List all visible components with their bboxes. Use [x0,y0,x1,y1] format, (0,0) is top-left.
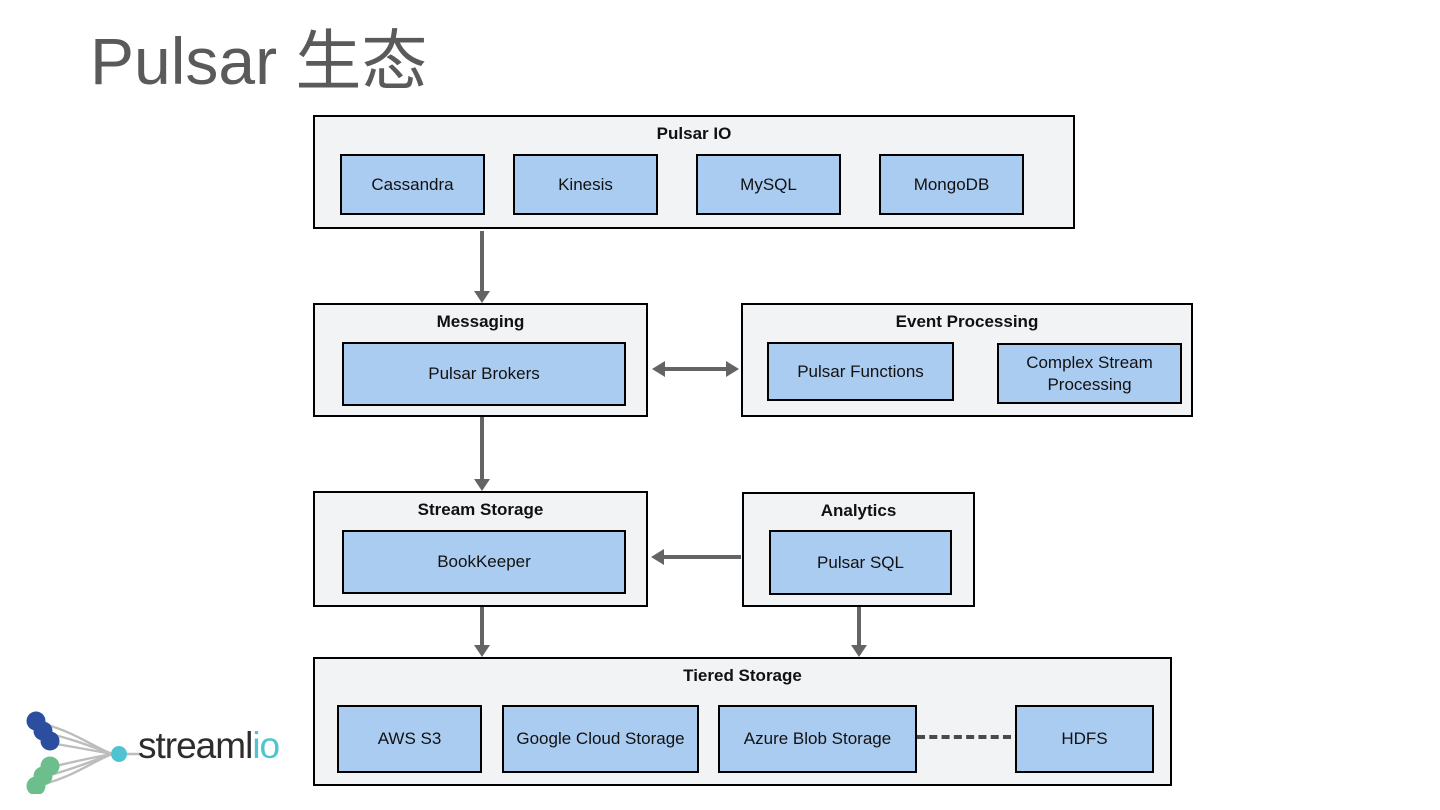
group-event-processing: Event Processing Pulsar Functions Comple… [741,303,1193,417]
node-pulsar-brokers: Pulsar Brokers [342,342,626,406]
pulsar-io-to-messaging-arrow [472,231,492,303]
streamlio-logo-text: streamlio [138,725,280,767]
node-cassandra: Cassandra [340,154,485,215]
node-aws-s3: AWS S3 [337,705,482,773]
streamlio-logo: streamlio [22,698,280,794]
messaging-to-stream-storage-arrow [472,417,492,491]
logo-text-main: streaml [138,725,253,766]
group-stream-storage-title: Stream Storage [417,500,544,519]
node-complex-stream-processing: Complex Stream Processing [997,343,1182,404]
azure-hdfs-dotted-link [917,735,1011,739]
stream-storage-to-tiered-storage-arrow [472,607,492,657]
page-title: Pulsar 生态 [90,24,428,98]
node-bookkeeper: BookKeeper [342,530,626,594]
group-stream-storage: Stream Storage BookKeeper [313,491,648,607]
node-mysql: MySQL [696,154,841,215]
node-pulsar-functions: Pulsar Functions [767,342,954,401]
analytics-to-stream-storage-arrow [651,548,741,566]
group-pulsar-io-title: Pulsar IO [656,124,732,143]
group-event-processing-title: Event Processing [895,312,1039,331]
group-analytics-title: Analytics [820,501,897,520]
node-pulsar-sql: Pulsar SQL [769,530,952,595]
group-messaging: Messaging Pulsar Brokers [313,303,648,417]
streamlio-logo-mark-icon [26,711,142,794]
node-azure-blob-storage: Azure Blob Storage [718,705,917,773]
group-tiered-storage-title: Tiered Storage [683,666,802,685]
node-mongodb: MongoDB [879,154,1024,215]
group-messaging-title: Messaging [436,312,525,331]
node-google-cloud-storage: Google Cloud Storage [502,705,699,773]
logo-text-accent: io [252,725,280,766]
analytics-to-tiered-storage-arrow [849,607,869,657]
group-pulsar-io: Pulsar IO Cassandra Kinesis MySQL MongoD… [313,115,1075,229]
node-hdfs: HDFS [1015,705,1154,773]
node-kinesis: Kinesis [513,154,658,215]
messaging-event-processing-double-arrow [652,360,739,378]
group-tiered-storage: Tiered Storage AWS S3 Google Cloud Stora… [313,657,1172,786]
group-analytics: Analytics Pulsar SQL [742,492,975,607]
